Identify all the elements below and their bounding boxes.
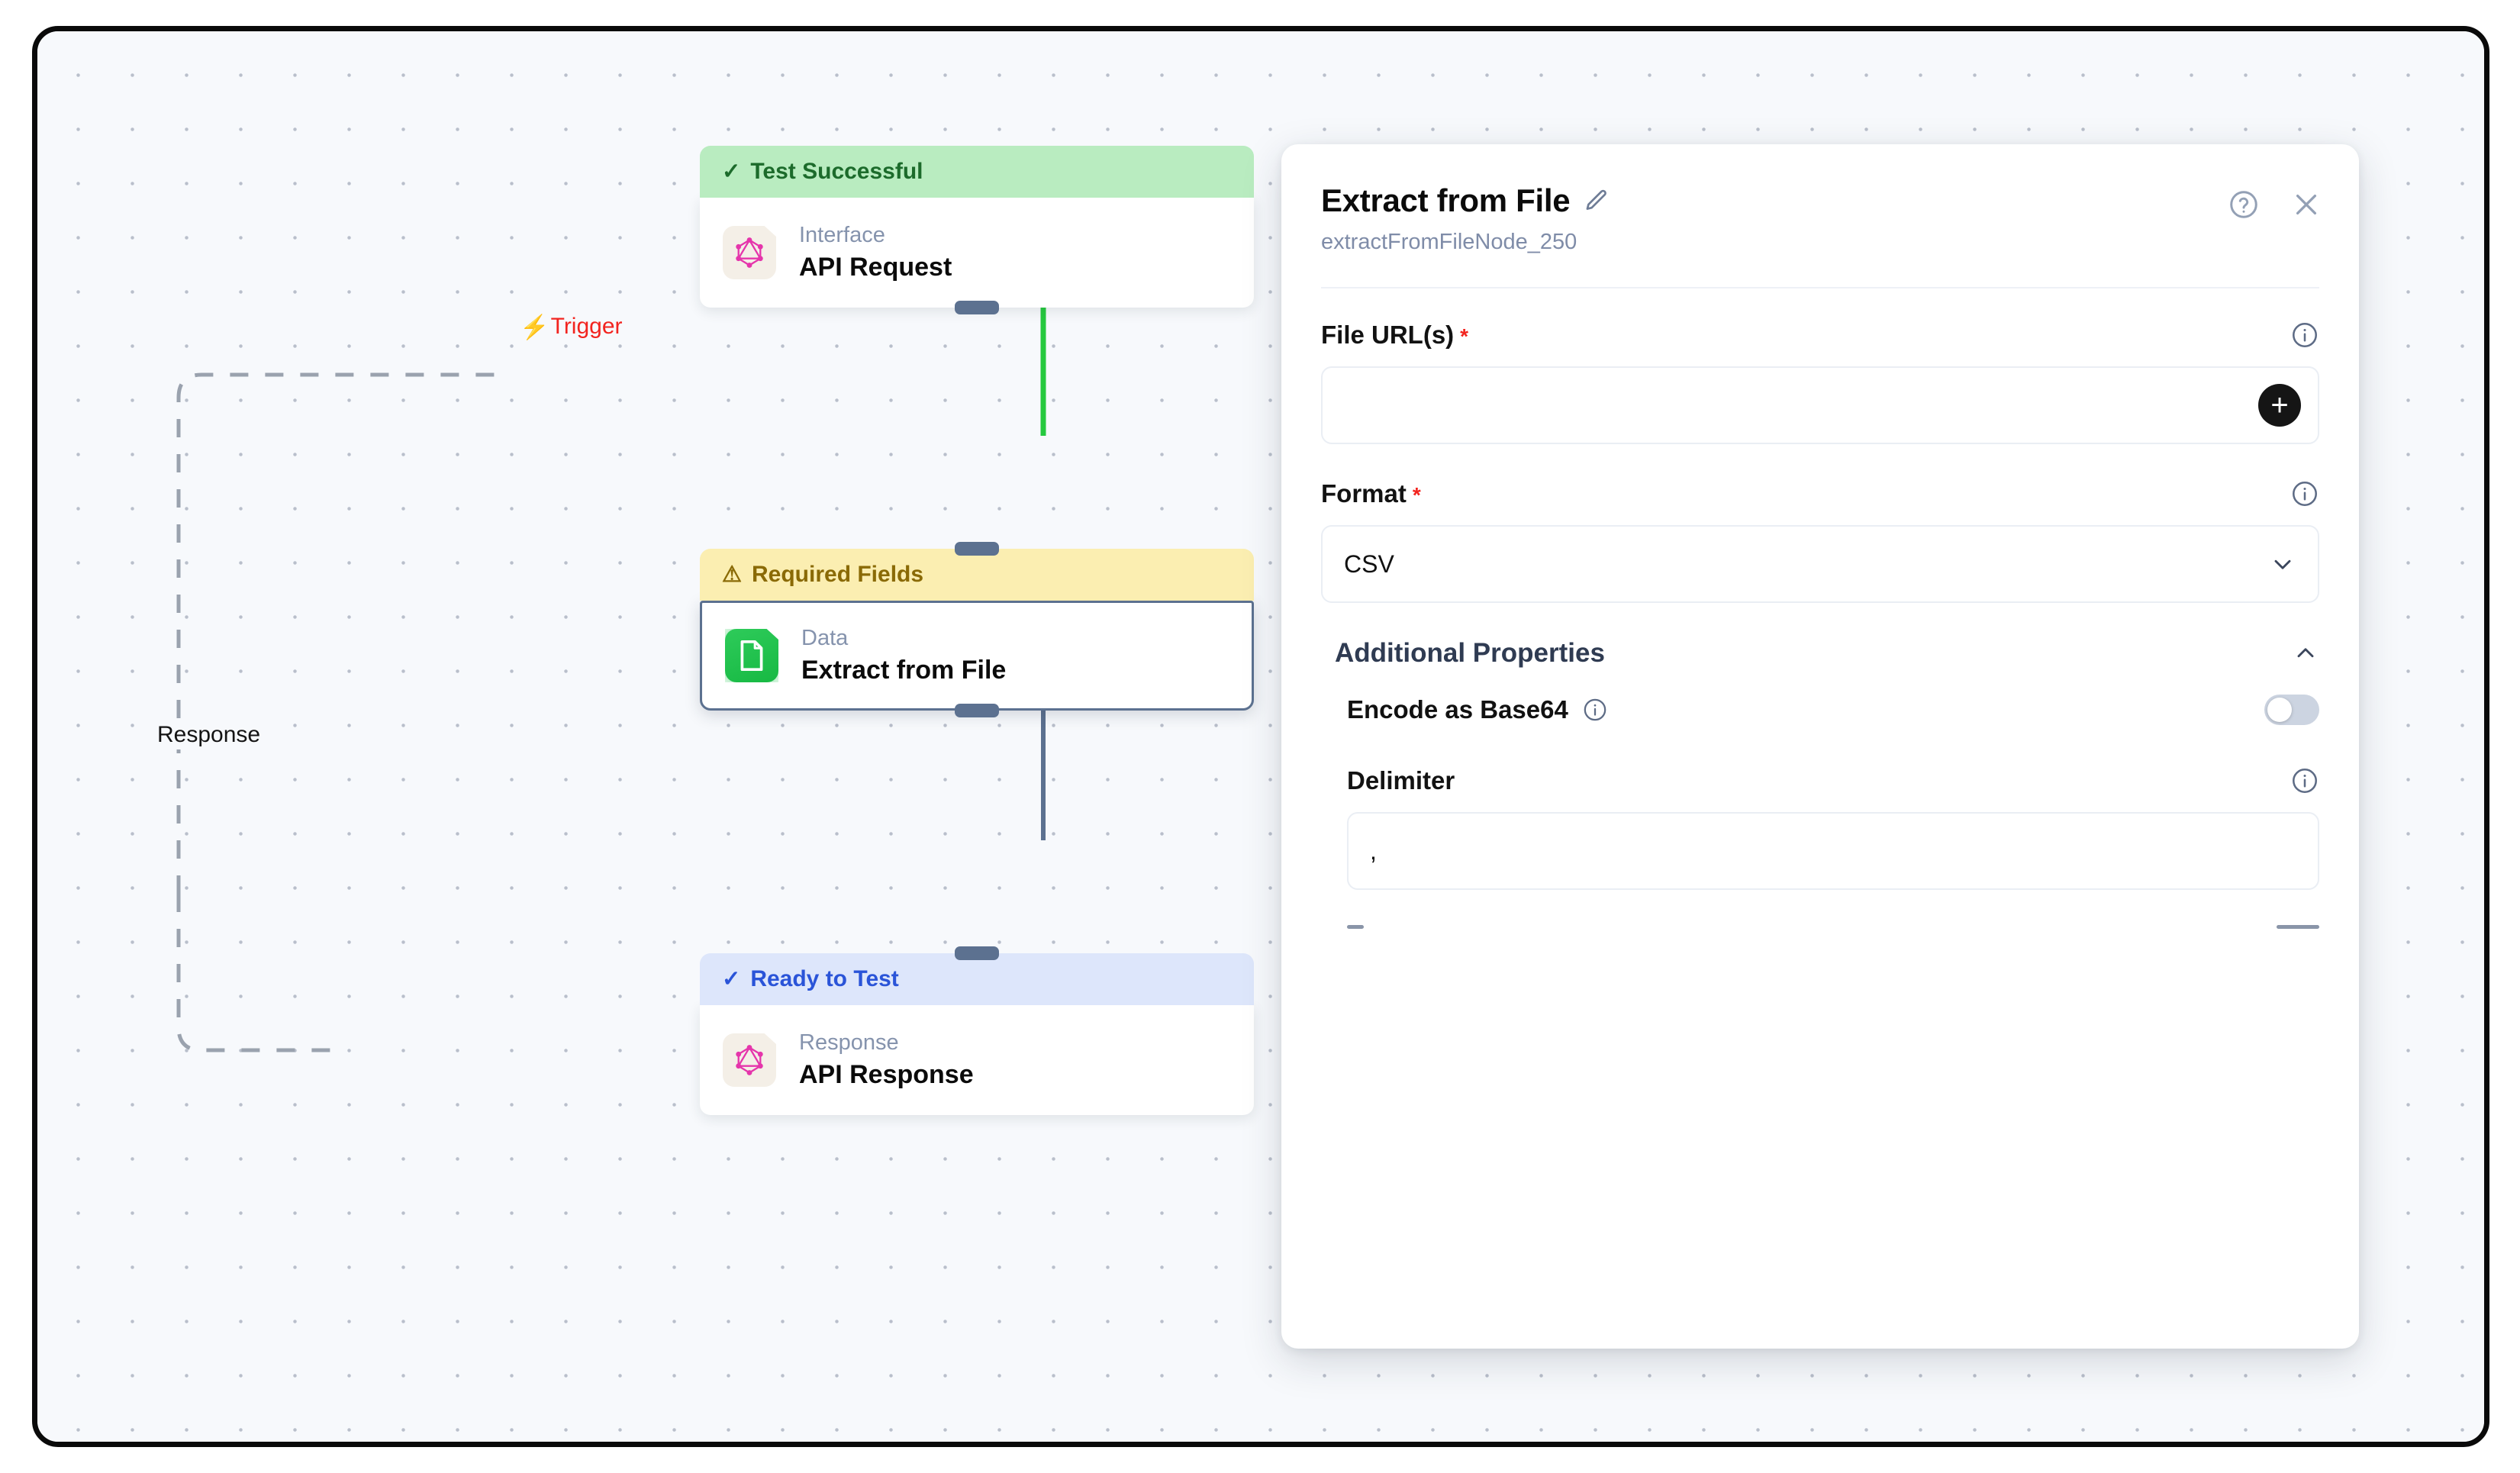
panel-divider xyxy=(1321,287,2319,288)
format-select[interactable]: CSV xyxy=(1321,525,2319,603)
field-label-row: Format * xyxy=(1321,479,2319,508)
edge-label-trigger: ⚡ Trigger xyxy=(520,314,623,340)
node-title-label: Extract from File xyxy=(801,656,1007,685)
node-badge-label: Required Fields xyxy=(752,562,924,587)
required-marker: * xyxy=(1460,324,1469,348)
help-circle-icon[interactable] xyxy=(2228,189,2260,221)
node-text: Data Extract from File xyxy=(801,626,1006,685)
node-title-label: API Response xyxy=(799,1060,974,1089)
delimiter-input[interactable]: , xyxy=(1347,812,2319,890)
additional-properties-title: Additional Properties xyxy=(1335,638,1605,668)
format-selected-value: CSV xyxy=(1344,550,1394,578)
graphql-icon xyxy=(723,1033,776,1087)
app-frame: ⚡ Trigger Response ✓ Test Successful xyxy=(32,26,2489,1447)
info-icon[interactable] xyxy=(2290,321,2319,350)
check-icon: ✓ xyxy=(722,966,741,991)
field-format: Format * CSV xyxy=(1321,479,2319,603)
panel-actions xyxy=(2228,189,2322,221)
pencil-icon[interactable] xyxy=(1584,188,1610,214)
toggle-knob xyxy=(2267,698,2292,722)
required-marker: * xyxy=(1412,483,1421,507)
clipped-control-stub xyxy=(2277,925,2319,929)
node-api-response[interactable]: ✓ Ready to Test xyxy=(700,946,1254,1115)
node-status-badge-test-successful: ✓ Test Successful xyxy=(700,146,1254,198)
node-badge-label: Test Successful xyxy=(750,159,923,184)
additional-properties-toggle[interactable]: Additional Properties xyxy=(1335,638,2319,669)
node-extract-from-file[interactable]: ⚠ Required Fields Data Extract from File xyxy=(700,542,1254,717)
node-properties-panel: Extract from File extractFromFileNode_25… xyxy=(1281,144,2359,1349)
node-api-request[interactable]: ✓ Test Successful xyxy=(700,146,1254,314)
close-icon[interactable] xyxy=(2290,189,2322,221)
file-document-icon xyxy=(725,629,778,682)
panel-header: Extract from File extractFromFileNode_25… xyxy=(1281,144,2359,255)
node-handle-bottom[interactable] xyxy=(955,301,999,314)
plus-icon[interactable]: + xyxy=(2258,384,2301,427)
node-kind-label: Data xyxy=(801,626,849,650)
info-icon[interactable] xyxy=(1582,697,1608,723)
delimiter-value: , xyxy=(1370,836,1377,865)
response-label-text: Response xyxy=(157,722,261,747)
panel-title-row: Extract from File xyxy=(1321,182,2313,219)
node-handle-top[interactable] xyxy=(955,946,999,960)
clipped-next-field xyxy=(1347,925,2319,929)
info-icon[interactable] xyxy=(2290,479,2319,508)
node-status-badge-ready-to-test: ✓ Ready to Test xyxy=(700,953,1254,1005)
node-kind-label: Response xyxy=(799,1030,899,1055)
panel-title: Extract from File xyxy=(1321,182,1571,218)
node-title-label: API Request xyxy=(799,253,952,282)
chevron-up-icon[interactable] xyxy=(2292,640,2319,667)
trigger-label-text: Trigger xyxy=(550,314,623,339)
field-file-urls: File URL(s) * + xyxy=(1321,321,2319,444)
field-label-row: File URL(s) * xyxy=(1321,321,2319,350)
encode-base64-row: Encode as Base64 xyxy=(1347,695,2319,725)
check-icon: ✓ xyxy=(722,159,741,184)
format-label: Format * xyxy=(1321,479,1421,508)
node-kind-label: Interface xyxy=(799,223,885,247)
info-icon[interactable] xyxy=(2290,766,2319,795)
field-delimiter: Delimiter , xyxy=(1347,766,2319,890)
chevron-down-icon[interactable] xyxy=(2269,550,2296,578)
panel-subtitle: extractFromFileNode_250 xyxy=(1321,230,1577,254)
node-status-badge-required-fields: ⚠ Required Fields xyxy=(700,549,1254,601)
lightning-bolt-icon: ⚡ xyxy=(520,313,549,340)
warning-triangle-icon: ⚠ xyxy=(722,562,742,587)
field-label-row: Delimiter xyxy=(1347,766,2319,795)
delimiter-label: Delimiter xyxy=(1347,766,1455,795)
edge-label-response: Response xyxy=(152,720,266,749)
node-card-body[interactable]: Interface API Request xyxy=(700,198,1254,314)
node-badge-label: Ready to Test xyxy=(750,966,899,991)
node-text: Interface API Request xyxy=(799,223,952,282)
encode-base64-label: Encode as Base64 xyxy=(1347,695,1608,724)
node-card-body[interactable]: Data Extract from File xyxy=(700,542,1254,717)
node-text: Response API Response xyxy=(799,1030,974,1090)
file-urls-label: File URL(s) * xyxy=(1321,321,1469,349)
field-encode-base64: Encode as Base64 xyxy=(1347,695,2319,929)
file-urls-input[interactable]: + xyxy=(1321,366,2319,444)
panel-body: File URL(s) * + xyxy=(1281,288,2359,929)
clipped-label-stub xyxy=(1347,925,1364,929)
encode-base64-toggle[interactable] xyxy=(2264,695,2319,725)
node-handle-bottom[interactable] xyxy=(955,704,999,717)
node-card-body[interactable]: Response API Response xyxy=(700,946,1254,1115)
graphql-icon xyxy=(723,226,776,279)
node-handle-top[interactable] xyxy=(955,542,999,556)
